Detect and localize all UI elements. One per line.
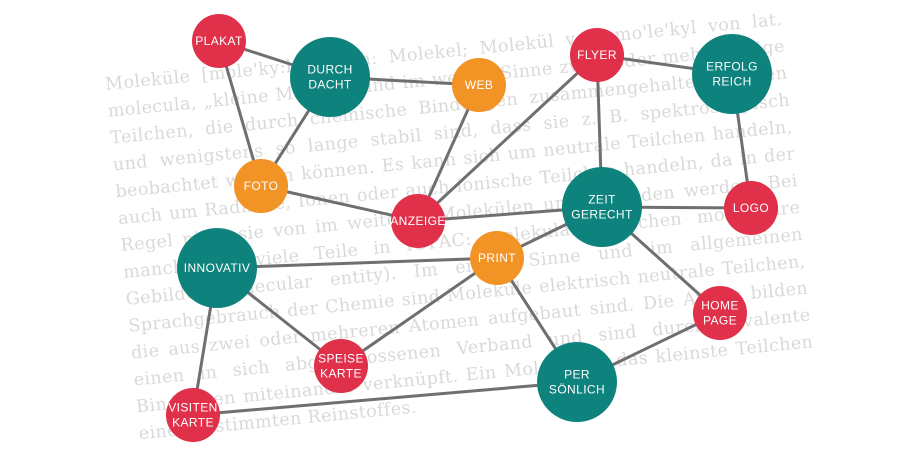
node-circle bbox=[234, 159, 288, 213]
node-circle bbox=[570, 28, 624, 82]
node-circle bbox=[166, 388, 220, 442]
node-label: PLAKAT bbox=[195, 34, 243, 48]
edge-anzeige-flyer bbox=[416, 53, 599, 223]
node-label: INNOVATIV bbox=[184, 261, 251, 275]
node-label: ERFOLG bbox=[706, 60, 758, 74]
node-foto: FOTO bbox=[234, 159, 288, 213]
node-label: KARTE bbox=[172, 416, 214, 430]
node-label: REICH bbox=[712, 75, 751, 89]
node-flyer: FLYER bbox=[570, 28, 624, 82]
node-label: DURCH bbox=[307, 63, 352, 77]
node-label: PRINT bbox=[478, 251, 516, 265]
edge-print-speisekarte bbox=[340, 256, 498, 368]
node-circle bbox=[470, 231, 524, 285]
node-circle bbox=[537, 342, 617, 422]
node-circle bbox=[452, 58, 506, 112]
node-circle bbox=[692, 34, 772, 114]
node-label: FOTO bbox=[244, 179, 279, 193]
node-circle bbox=[290, 37, 370, 117]
node-anzeige: ANZEIGE bbox=[390, 194, 445, 248]
node-innovativ: INNOVATIV bbox=[177, 228, 257, 308]
node-label: PAGE bbox=[703, 314, 737, 328]
node-label: HOME bbox=[701, 299, 739, 313]
node-label: FLYER bbox=[577, 48, 617, 62]
node-label: PER bbox=[564, 368, 590, 382]
node-label: ZEIT bbox=[588, 193, 616, 207]
node-label: ANZEIGE bbox=[390, 214, 445, 228]
edge-visitenkarte-persoenlich bbox=[192, 380, 578, 417]
node-label: LOGO bbox=[733, 201, 769, 215]
node-logo: LOGO bbox=[724, 181, 778, 235]
node-circle bbox=[724, 181, 778, 235]
edge-innovativ-print bbox=[216, 256, 498, 270]
node-circle bbox=[693, 286, 747, 340]
node-print: PRINT bbox=[470, 231, 524, 285]
node-circle bbox=[192, 14, 246, 68]
node-label: SÖNLICH bbox=[549, 383, 605, 397]
node-circle bbox=[391, 194, 445, 248]
node-plakat: PLAKAT bbox=[192, 14, 246, 68]
node-circle bbox=[314, 339, 368, 393]
node-label: DACHT bbox=[308, 78, 352, 92]
node-label: VISITEN bbox=[168, 401, 217, 415]
node-label: GERECHT bbox=[571, 208, 633, 222]
node-circle bbox=[177, 228, 257, 308]
node-label: WEB bbox=[465, 78, 494, 92]
node-web: WEB bbox=[452, 58, 506, 112]
node-circle bbox=[562, 167, 642, 247]
node-label: SPEISE bbox=[318, 352, 364, 366]
node-label: KARTE bbox=[320, 367, 362, 381]
